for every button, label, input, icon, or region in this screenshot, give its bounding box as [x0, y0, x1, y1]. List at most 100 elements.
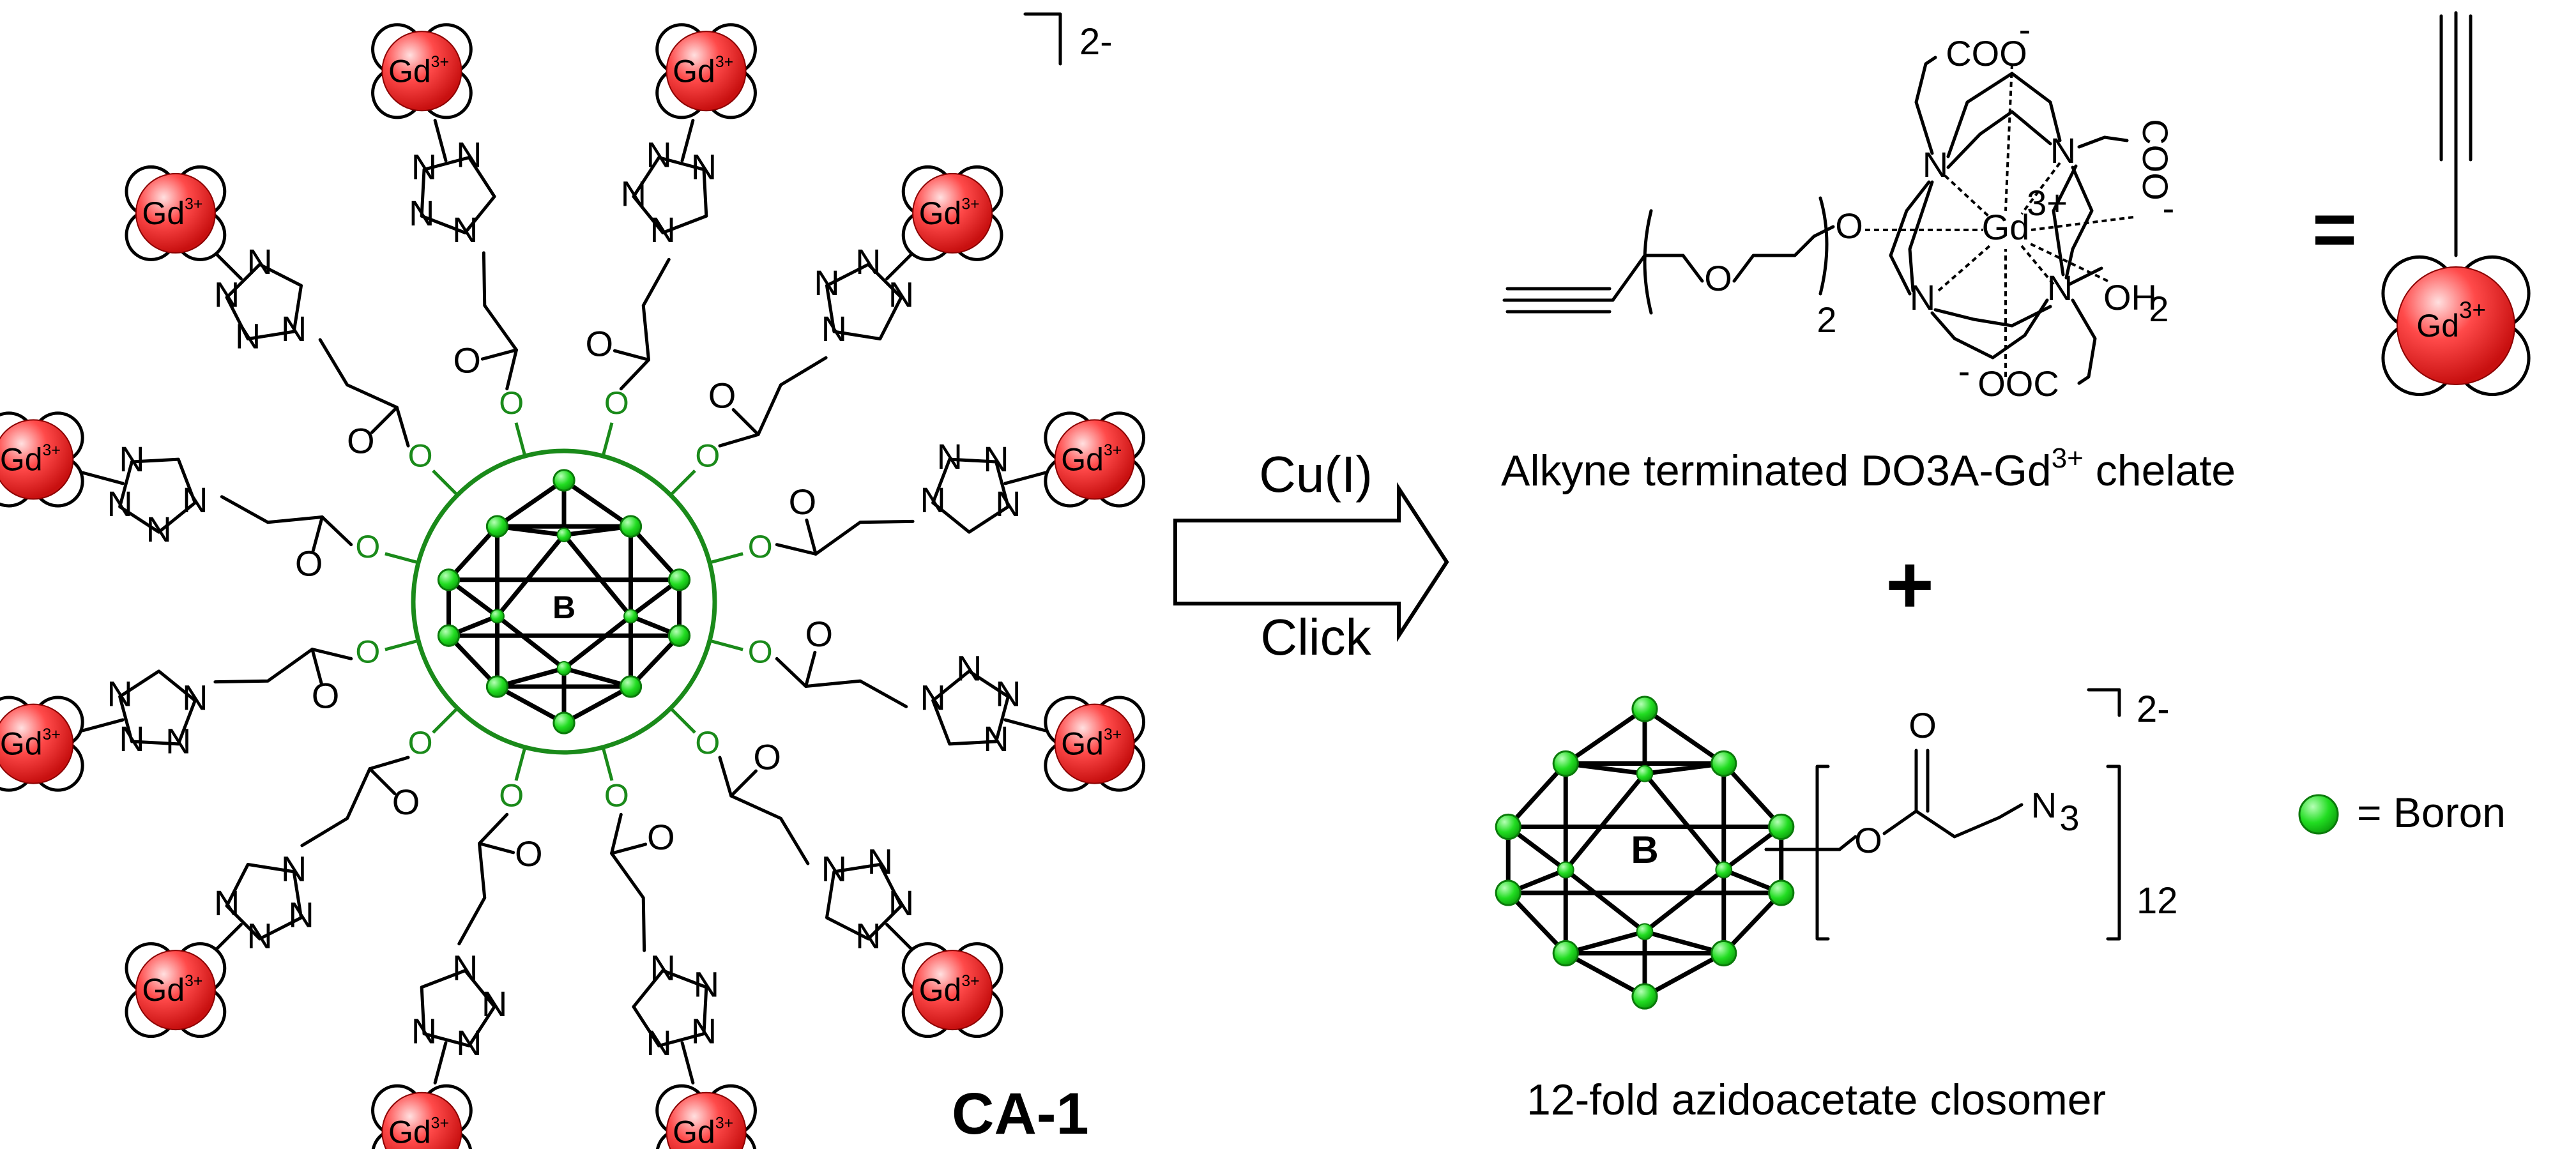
- triazole-n: N: [646, 1023, 671, 1063]
- triazole-ring: [632, 156, 708, 234]
- cage-center-label: B: [553, 590, 575, 625]
- ester-oxygen: O: [748, 634, 773, 670]
- boron-atom: [1631, 696, 1658, 722]
- triazole-n: N: [214, 274, 240, 314]
- triazole-n: N: [691, 146, 717, 186]
- gd-complex-icon: Gd3+: [371, 1084, 473, 1149]
- equivalence: = Gd3+: [2312, 11, 2531, 397]
- carbonyl-bond: [311, 515, 324, 553]
- triazole-n: N: [888, 274, 914, 314]
- triazole-gd-bond: [81, 718, 125, 733]
- acetate-chain: [718, 756, 810, 865]
- ester-link: [709, 552, 743, 565]
- ester-link: [669, 707, 696, 734]
- gd-symbol: Gd: [1061, 442, 1104, 478]
- gd-label: Gd3+: [673, 53, 733, 89]
- carbonyl-bond: [804, 650, 817, 689]
- ring-n-top-left: N: [1923, 144, 1948, 185]
- triazole-n: N: [146, 509, 172, 549]
- coo-top: COO: [1946, 33, 2027, 73]
- boron-atom: [1768, 879, 1795, 906]
- cage-bond: [1506, 891, 1567, 955]
- carbonyl-bond: [610, 842, 648, 855]
- cage-bond: [1643, 707, 1725, 766]
- triazole-gd-bond: [81, 471, 125, 485]
- triazole-n: N: [956, 648, 982, 689]
- boron-atom: [1552, 750, 1579, 777]
- acetate-chain: [775, 519, 915, 556]
- coo-right: COO: [2135, 119, 2176, 201]
- cage-bond: [496, 614, 566, 671]
- carbonyl-oxygen: O: [515, 833, 543, 874]
- boron-legend: = Boron: [2298, 789, 2506, 836]
- boron-atom: [1495, 813, 1521, 841]
- carbonyl-bond: [729, 769, 758, 798]
- cage-bond: [1644, 929, 1725, 955]
- triazole-n: N: [855, 241, 881, 282]
- gd-charge: 3+: [43, 726, 61, 743]
- cage-bonds: [437, 469, 691, 734]
- carbonyl-oxygen: O: [1909, 705, 1937, 745]
- boron-atom-inner: [1636, 765, 1654, 782]
- ester-oxygen: O: [408, 725, 433, 761]
- cage-bond: [495, 533, 566, 618]
- ester-oxygen: O: [748, 529, 773, 565]
- triazole-n: N: [247, 916, 272, 956]
- carbonyl-oxygen: O: [453, 340, 481, 380]
- reaction-arrow-icon: [1173, 482, 1449, 643]
- closomer-structure: B O O N 3 2- 12 12-fold azidoacetate clo…: [1495, 688, 2178, 1124]
- coo-top-charge: -: [2019, 9, 2031, 49]
- ester-link: [432, 707, 459, 734]
- gd-symbol: Gd: [673, 54, 715, 89]
- triazole-n1: N: [281, 849, 307, 889]
- triazole-n: N: [855, 916, 881, 956]
- ooc-bottom: OOC: [1978, 363, 2059, 404]
- gd-complex-icon: Gd3+: [0, 411, 84, 508]
- gd-complex-icon: Gd3+: [901, 942, 1003, 1039]
- carbonyl-bond: [613, 349, 651, 361]
- triazole-gd-bond: [1003, 718, 1047, 733]
- triazole-gd-bond: [1003, 471, 1047, 485]
- ester-link: [385, 552, 419, 565]
- carbonyl-bond: [370, 406, 399, 434]
- triazole-n: N: [814, 263, 839, 303]
- gd-charge: 3+: [185, 972, 202, 989]
- water-ligand: OH: [2103, 277, 2157, 317]
- carbonyl-oxygen: O: [585, 323, 613, 363]
- gd-symbol: Gd: [673, 1115, 715, 1149]
- triazole-n1: N: [452, 947, 478, 987]
- gd-charge: 3+: [961, 972, 979, 989]
- carbonyl-bond: [805, 518, 818, 556]
- boron-atom: [1768, 813, 1795, 841]
- triazole-n: N: [456, 1023, 482, 1063]
- triazole-n1: N: [821, 849, 847, 889]
- triazole-n1: N: [281, 308, 307, 349]
- cage-bond: [563, 666, 632, 689]
- triazole-gd-bond: [433, 119, 448, 162]
- triazole-n: N: [235, 316, 261, 356]
- boron-atom: [1631, 983, 1658, 1010]
- gd-complex-icon: Gd3+: [2381, 255, 2531, 397]
- ring-n-top-right: N: [2050, 130, 2076, 171]
- carbonyl-bond: [477, 842, 515, 855]
- carbonyl-oxygen: O: [708, 376, 736, 416]
- cage-bond: [1506, 762, 1567, 828]
- gd-sphere: [381, 1092, 462, 1149]
- boron-atom: [1552, 940, 1579, 967]
- boron-atom-inner: [556, 661, 572, 676]
- boron-atom: [437, 568, 461, 591]
- cage-bond: [1565, 929, 1645, 955]
- gd-symbol: Gd: [2416, 308, 2459, 344]
- gd-symbol: Gd: [0, 726, 43, 762]
- gd-complex-icon: Gd3+: [125, 165, 227, 261]
- triazole-n: N: [983, 719, 1009, 759]
- triazole-n: N: [409, 193, 434, 233]
- ester-oxygen: O: [408, 438, 433, 473]
- gd-label: Gd3+: [388, 53, 449, 89]
- cage-bond: [629, 524, 682, 582]
